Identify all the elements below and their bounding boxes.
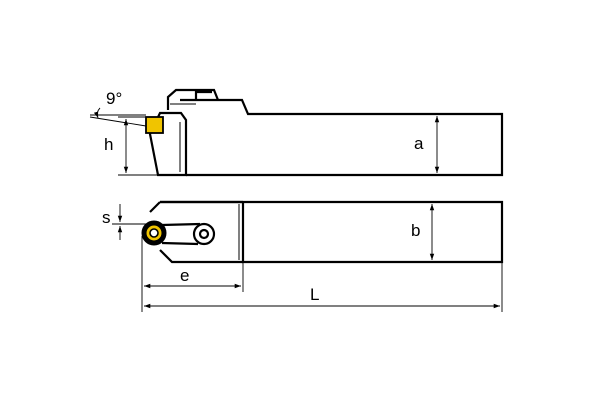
clamp-screw-outer: [192, 222, 216, 246]
top-view-head-taper: [159, 249, 243, 264]
L-label: L: [310, 285, 319, 304]
top-view: s b e L: [102, 200, 504, 312]
h-label: h: [104, 135, 113, 154]
b-label: b: [411, 221, 420, 240]
clamp-screw-inner: [198, 228, 210, 240]
top-view-shank-outline: [160, 200, 504, 264]
side-view: 9° h a: [89, 88, 504, 177]
e-label: e: [180, 266, 189, 285]
s-label: s: [102, 208, 111, 227]
a-label: a: [414, 134, 424, 153]
side-view-clamp-screw: [194, 90, 212, 100]
side-view-insert: [145, 116, 164, 134]
angle-arc: [93, 107, 101, 119]
top-view-head-outline: [149, 200, 243, 213]
side-view-shank-outline: [180, 98, 504, 177]
angle-tilted-line: [89, 116, 147, 127]
side-view-clamp: [166, 88, 220, 110]
top-view-clamp-link: [161, 222, 201, 246]
angle-label: 9°: [106, 89, 122, 108]
top-view-insert-hole: [149, 228, 159, 238]
